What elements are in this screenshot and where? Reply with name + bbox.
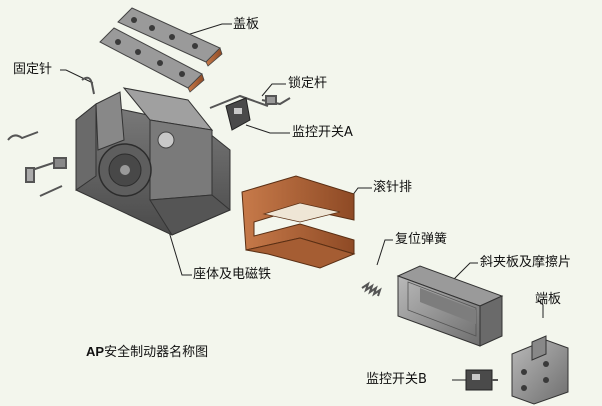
fixing-pin xyxy=(7,76,95,141)
return-spring xyxy=(361,281,382,297)
label-needle-roller-row: 滚针排 xyxy=(373,180,413,195)
label-fixing-pin: 固定针 xyxy=(13,62,53,77)
diagram-caption: AP安全制动器名称图 xyxy=(86,341,208,360)
caption-prefix: AP xyxy=(86,344,105,359)
locking-rod xyxy=(209,94,291,109)
label-monitor-switch-b: 监控开关B xyxy=(366,372,427,387)
caption-text: 安全制动器名称图 xyxy=(104,345,209,360)
label-wedge-friction: 斜夹板及摩擦片 xyxy=(480,255,572,270)
monitor-switch-a xyxy=(225,97,251,131)
label-cover-plate: 盖板 xyxy=(233,17,260,32)
release-handle xyxy=(25,157,67,197)
monitor-switch-b xyxy=(465,369,498,391)
label-monitor-switch-a: 监控开关A xyxy=(292,125,353,140)
label-base-electromagnet: 座体及电磁铁 xyxy=(193,267,272,282)
cover-plate xyxy=(99,7,223,93)
wedge-friction-plates xyxy=(396,265,504,347)
end-plate xyxy=(511,335,569,405)
base-electromagnet xyxy=(75,87,231,236)
label-locking-rod: 锁定杆 xyxy=(288,76,328,91)
label-return-spring: 复位弹簧 xyxy=(395,232,448,247)
needle-roller-row xyxy=(241,175,356,269)
label-end-plate: 端板 xyxy=(535,292,562,307)
